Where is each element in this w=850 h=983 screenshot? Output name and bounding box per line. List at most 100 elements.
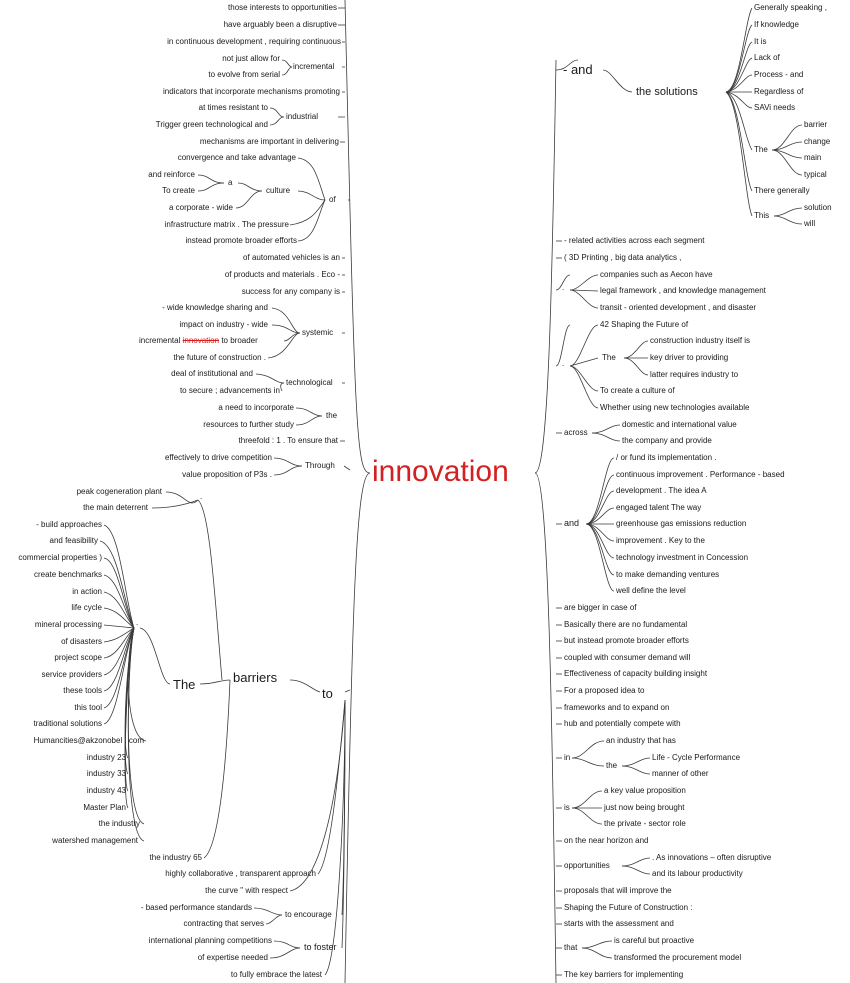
right-dot: . <box>562 283 565 292</box>
right-leaf: frameworks and to expand on <box>564 703 670 712</box>
left-leaf: resources to further study <box>203 420 294 429</box>
right-leaf: domestic and international value <box>622 420 737 429</box>
left-leaf: - wide knowledge sharing and <box>162 303 268 312</box>
barrier-dot: . <box>200 492 203 501</box>
left-leaf: instead promote broader efforts <box>185 236 297 245</box>
barrier-leaf: of disasters <box>61 637 102 646</box>
to-leaf: the curve " with respect <box>205 886 288 895</box>
barrier-leaf: industry 43 <box>86 786 126 795</box>
to-leaf: of expertise needed <box>197 953 268 962</box>
right-dot: . <box>562 359 565 368</box>
this-leaf: solution <box>804 203 832 212</box>
branch-through: Through <box>305 461 335 470</box>
left-leaf: threefold : 1 . To ensure that <box>238 436 338 445</box>
left-leaf: those interests to opportunities <box>228 3 337 12</box>
right-leaf: legal framework , and knowledge manageme… <box>600 286 766 295</box>
right-leaf: key driver to providing <box>650 353 729 362</box>
right-leaf: is careful but proactive <box>614 936 695 945</box>
barrier-leaf: watershed management <box>52 836 138 845</box>
left-leaf: value proposition of P3s . <box>182 470 272 479</box>
right-leaf: hub and potentially compete with <box>564 719 681 728</box>
right-leaf: Life - Cycle Performance <box>652 753 741 762</box>
branch-industrial: industrial <box>286 112 319 121</box>
left-leaf: the future of construction . <box>173 353 267 362</box>
barrier-leaf: peak cogeneration plant <box>76 487 162 496</box>
right-leaf: 42 Shaping the Future of <box>600 320 689 329</box>
right-leaf: companies such as Aecon have <box>600 270 713 279</box>
right-leaf: continuous improvement . Performance - b… <box>616 470 785 479</box>
branch-that: that <box>564 943 578 952</box>
branch-the-barriers: The <box>173 677 196 692</box>
solutions-leaf: It is <box>754 37 767 46</box>
right-leaf: the private - sector role <box>604 819 686 828</box>
solutions-leaf: Generally speaking , <box>754 3 827 12</box>
branch-systemic: systemic <box>302 328 334 337</box>
branch-and-right: and <box>564 518 580 528</box>
barrier-leaf: industry 23 <box>86 753 126 762</box>
left-leaf: of automated vehicles is an <box>243 253 340 262</box>
right-leaf: an industry that has <box>606 736 676 745</box>
branch-to: to <box>322 686 333 701</box>
left-leaf-highlight: incremental innovation to broader <box>139 336 258 346</box>
barrier-leaf: in action <box>72 587 102 596</box>
right-leaf: For a proposed idea to <box>564 686 645 695</box>
right-leaf: transit - oriented development , and dis… <box>600 303 757 312</box>
barrier-leaf: traditional solutions <box>33 719 102 728</box>
right-leaf: starts with the assessment and <box>564 919 674 928</box>
solutions-leaf: Lack of <box>754 53 780 62</box>
barrier-leaf: and feasibility <box>49 536 98 545</box>
left-leaf: Trigger green technological and <box>155 120 268 129</box>
left-leaf: have arguably been a disruptive <box>223 20 337 29</box>
left-leaf: of products and materials . Eco - <box>224 270 340 279</box>
barrier-leaf: this tool <box>74 703 102 712</box>
branch-and-top: - and <box>563 62 593 77</box>
barrier-leaf: create benchmarks <box>33 570 102 579</box>
the-leaf: typical <box>804 170 827 179</box>
branch-the: the <box>326 411 338 420</box>
right-leaf: to make demanding ventures <box>616 570 720 579</box>
right-leaf: greenhouse gas emissions reduction <box>616 519 747 528</box>
right-leaf: and its labour productivity <box>652 869 743 878</box>
right-leaf: just now being brought <box>604 803 685 812</box>
solutions-leaf: Process - and <box>754 70 804 79</box>
right-leaf: To create a culture of <box>600 386 675 395</box>
solutions-leaf: Regardless of <box>754 87 804 96</box>
right-leaf: manner of other <box>652 769 709 778</box>
solutions-leaf: If knowledge <box>754 20 799 29</box>
left-leaf: in continuous development , requiring co… <box>167 37 341 46</box>
right-leaf: ( 3D Printing , big data analytics , <box>564 253 682 262</box>
barrier-leaf: the main deterrent <box>83 503 148 512</box>
barrier-leaf: the industry <box>98 819 140 828</box>
branch-the-solutions: the solutions <box>636 86 698 98</box>
branch-the-right: The <box>602 353 616 362</box>
leaf-text: to broader <box>221 336 258 345</box>
left-leaf: at times resistant to <box>198 103 268 112</box>
solutions-leaf: SAVi needs <box>754 103 796 112</box>
right-leaf: are bigger in case of <box>564 603 637 612</box>
right-leaf: transformed the procurement model <box>614 953 742 962</box>
barrier-leaf: project scope <box>54 653 102 662</box>
right-leaf: Effectiveness of capacity building insig… <box>564 669 708 678</box>
right-leaf: technology investment in Concession <box>616 553 749 562</box>
barrier-dot: . <box>136 618 139 627</box>
right-leaf: proposals that will improve the <box>564 886 672 895</box>
solutions-leaf: There generally <box>754 186 810 195</box>
branch-the2: the <box>606 761 618 770</box>
left-leaf: convergence and take advantage <box>177 153 296 162</box>
right-leaf: coupled with consumer demand will <box>564 653 691 662</box>
right-leaf: well define the level <box>616 586 686 595</box>
left-leaf: indicators that incorporate mechanisms p… <box>163 87 340 96</box>
root-node-innovation: innovation <box>372 455 509 488</box>
right-leaf: construction industry itself is <box>650 336 751 345</box>
branch-the-sub: The <box>754 145 768 154</box>
branch-is: is <box>564 803 570 812</box>
branch-to-encourage: to encourage <box>285 910 332 919</box>
right-leaf: The key barriers for implementing <box>564 970 684 979</box>
right-leaf: . As innovations – often disruptive <box>652 853 772 862</box>
left-leaf: infrastructure matrix . The pressure <box>164 220 289 229</box>
leaf-text: incremental <box>139 336 181 345</box>
right-leaf: a key value proposition <box>604 786 686 795</box>
right-leaf: on the near horizon and <box>564 836 649 845</box>
right-leaf: improvement . Key to the <box>616 536 705 545</box>
